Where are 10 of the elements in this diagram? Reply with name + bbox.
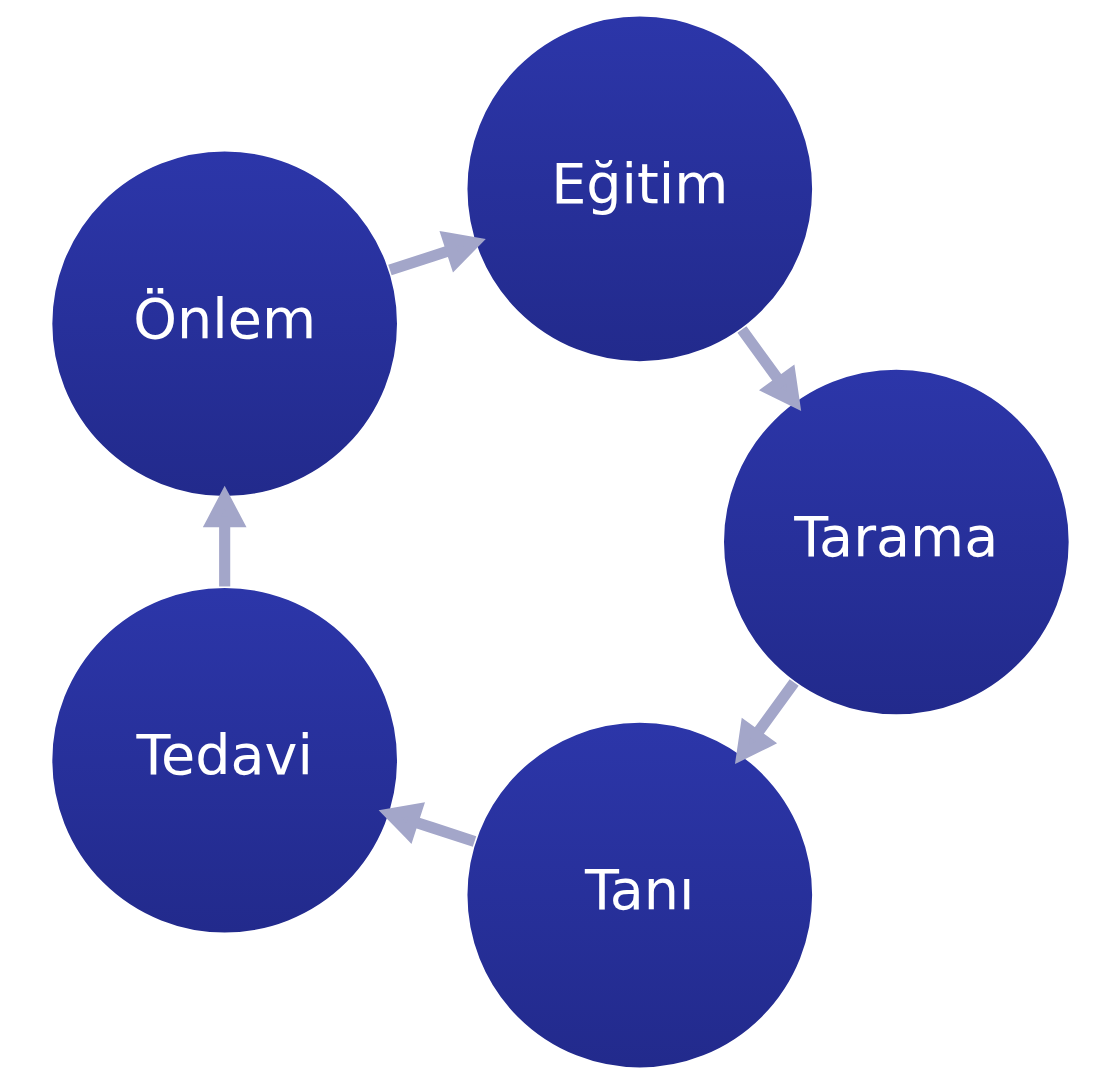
- arrow: [202, 485, 246, 587]
- node-circle: Tedavi: [50, 586, 399, 935]
- node-circle: Önlem: [50, 149, 399, 498]
- arrow: [736, 326, 801, 411]
- arrow: [387, 231, 486, 276]
- arrow: [734, 679, 799, 765]
- node-circle: Eğitim: [465, 14, 814, 364]
- node-circle: Tarama: [721, 367, 1070, 717]
- node-circle: Tanı: [465, 720, 814, 1070]
- arrow: [378, 802, 476, 847]
